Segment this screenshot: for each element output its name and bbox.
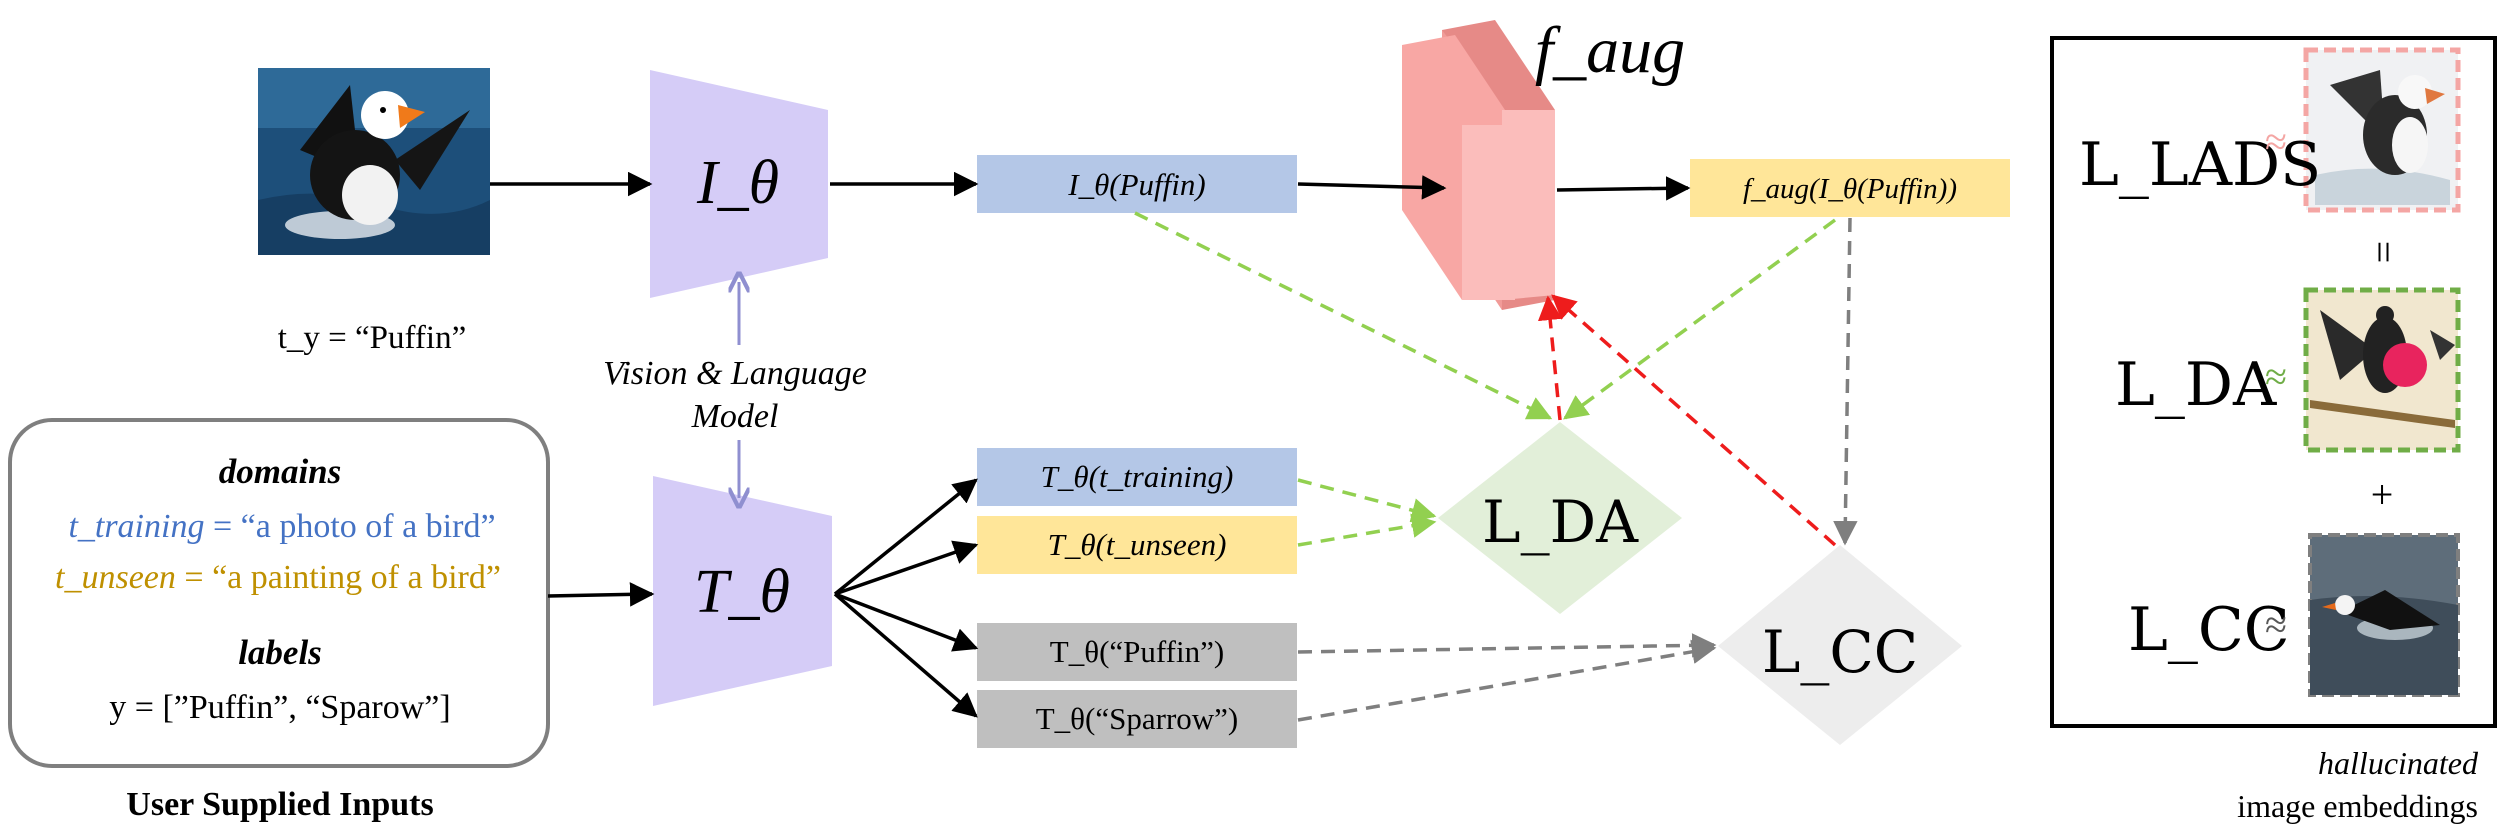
labels-heading: labels [238, 633, 322, 672]
da-thumbnail [2303, 287, 2461, 453]
text-unseen-label: T_θ(t_unseen) [1048, 527, 1227, 562]
text-sparrow-box [977, 690, 1297, 748]
image-embedding-label: I_θ(Puffin) [1067, 167, 1205, 202]
domains-heading: domains [219, 452, 342, 491]
puffin-photo [258, 68, 490, 255]
da-loss-diamond [1438, 422, 1682, 614]
lads-thumbnail [2303, 47, 2461, 213]
flow-arrows [490, 171, 1691, 718]
da-loss-label: L_DA [1482, 488, 1639, 556]
augmenter-block [1402, 20, 1555, 310]
panel-caption-line1: hallucinated [2318, 745, 2479, 781]
text-encoder-shape [653, 476, 832, 706]
user-inputs-caption: User Supplied Inputs [126, 786, 433, 823]
text-encoder-label: T_θ [694, 558, 790, 626]
panel-equals: = [2361, 241, 2406, 264]
text-sparrow-label: T_θ(“Sparrow”) [1036, 701, 1238, 736]
panel-plus: + [2371, 472, 2394, 517]
cc-loss-diamond [1718, 545, 1962, 745]
green-dashed-arrows [1134, 211, 1837, 547]
image-encoder-label: I_θ [696, 149, 779, 217]
labels-value: y = [”Puffin”, “Sparow”] [109, 689, 450, 726]
text-puffin-box [977, 623, 1297, 681]
unseen-domain-line: t_unseen = “a painting of a bird” [55, 559, 501, 596]
image-embedding-box [977, 155, 1297, 213]
text-training-box [977, 448, 1297, 506]
panel-da-symbol: L_DA [2115, 350, 2277, 420]
vlm-label-line2: Model [691, 398, 779, 435]
panel-cc-symbol: L_CC [2128, 595, 2290, 665]
augmented-embedding-label: f_aug(I_θ(Puffin)) [1743, 173, 1957, 205]
panel-da-approx: ≈ [2265, 354, 2287, 399]
image-encoder-shape [650, 70, 828, 298]
vlm-label-line1: Vision & Language [603, 355, 867, 392]
training-domain-line: t_training = “a photo of a bird” [68, 508, 495, 545]
text-puffin-label: T_θ(“Puffin”) [1050, 634, 1224, 669]
panel-lads-symbol: L_LADS [2079, 130, 2321, 200]
panel-caption-line2: image embeddings [2237, 788, 2478, 824]
red-dashed-arrows [1537, 294, 1837, 547]
augmenter-label: f_aug [1535, 14, 1685, 87]
augmented-embedding-box [1690, 159, 2010, 217]
user-inputs-box [8, 418, 550, 768]
cc-thumbnail [2308, 533, 2460, 697]
cc-loss-label: L_CC [1762, 618, 1918, 686]
panel-cc-approx: ≈ [2265, 602, 2287, 647]
text-training-label: T_θ(t_training) [1041, 459, 1234, 494]
input-image-caption: t_y = “Puffin” [278, 320, 466, 356]
gray-dashed-arrows [1297, 217, 1858, 722]
panel-lads-approx: ≈ [2265, 119, 2287, 164]
text-unseen-box [977, 516, 1297, 574]
